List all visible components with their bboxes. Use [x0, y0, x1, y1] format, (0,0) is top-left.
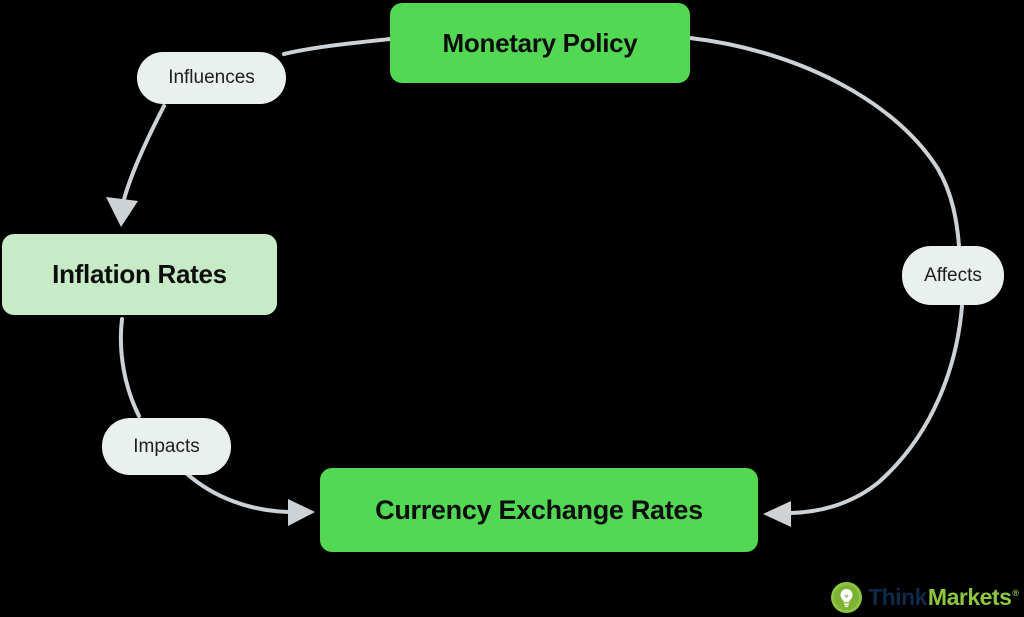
edge-inflation-to-impacts	[118, 317, 141, 418]
edge-label-affects-text: Affects	[924, 264, 982, 286]
registered-trademark-icon: ®	[1012, 588, 1019, 598]
edge-label-influences: Influences	[137, 52, 286, 104]
edge-label-impacts-text: Impacts	[133, 435, 200, 457]
logo-text: ThinkMarkets®	[868, 584, 1019, 610]
arrowhead-left-icon	[763, 501, 791, 527]
node-currency-exchange-rates-label: Currency Exchange Rates	[375, 494, 703, 525]
edge-impacts-to-currency	[184, 471, 291, 514]
thinkmarkets-logo: ThinkMarkets®	[831, 582, 1019, 613]
arrowhead-right-icon	[288, 499, 315, 526]
edge-monetary-to-influences	[282, 37, 392, 56]
lightbulb-icon	[831, 582, 863, 613]
arrowhead-down-icon	[106, 197, 138, 227]
node-inflation-rates-label: Inflation Rates	[52, 259, 227, 289]
edge-monetary-to-affects	[688, 36, 961, 248]
edge-label-influences-text: Influences	[168, 67, 255, 88]
edge-label-impacts: Impacts	[102, 418, 231, 475]
node-inflation-rates: Inflation Rates	[2, 234, 277, 315]
node-currency-exchange-rates: Currency Exchange Rates	[320, 468, 758, 552]
node-monetary-policy-label: Monetary Policy	[442, 27, 638, 58]
logo-text-markets: Markets	[927, 584, 1012, 610]
node-monetary-policy: Monetary Policy	[390, 3, 690, 83]
edge-affects-to-currency	[789, 304, 964, 515]
edge-label-affects: Affects	[902, 246, 1004, 305]
logo-text-think: Think	[868, 584, 927, 610]
edge-influences-to-inflation	[121, 104, 166, 205]
